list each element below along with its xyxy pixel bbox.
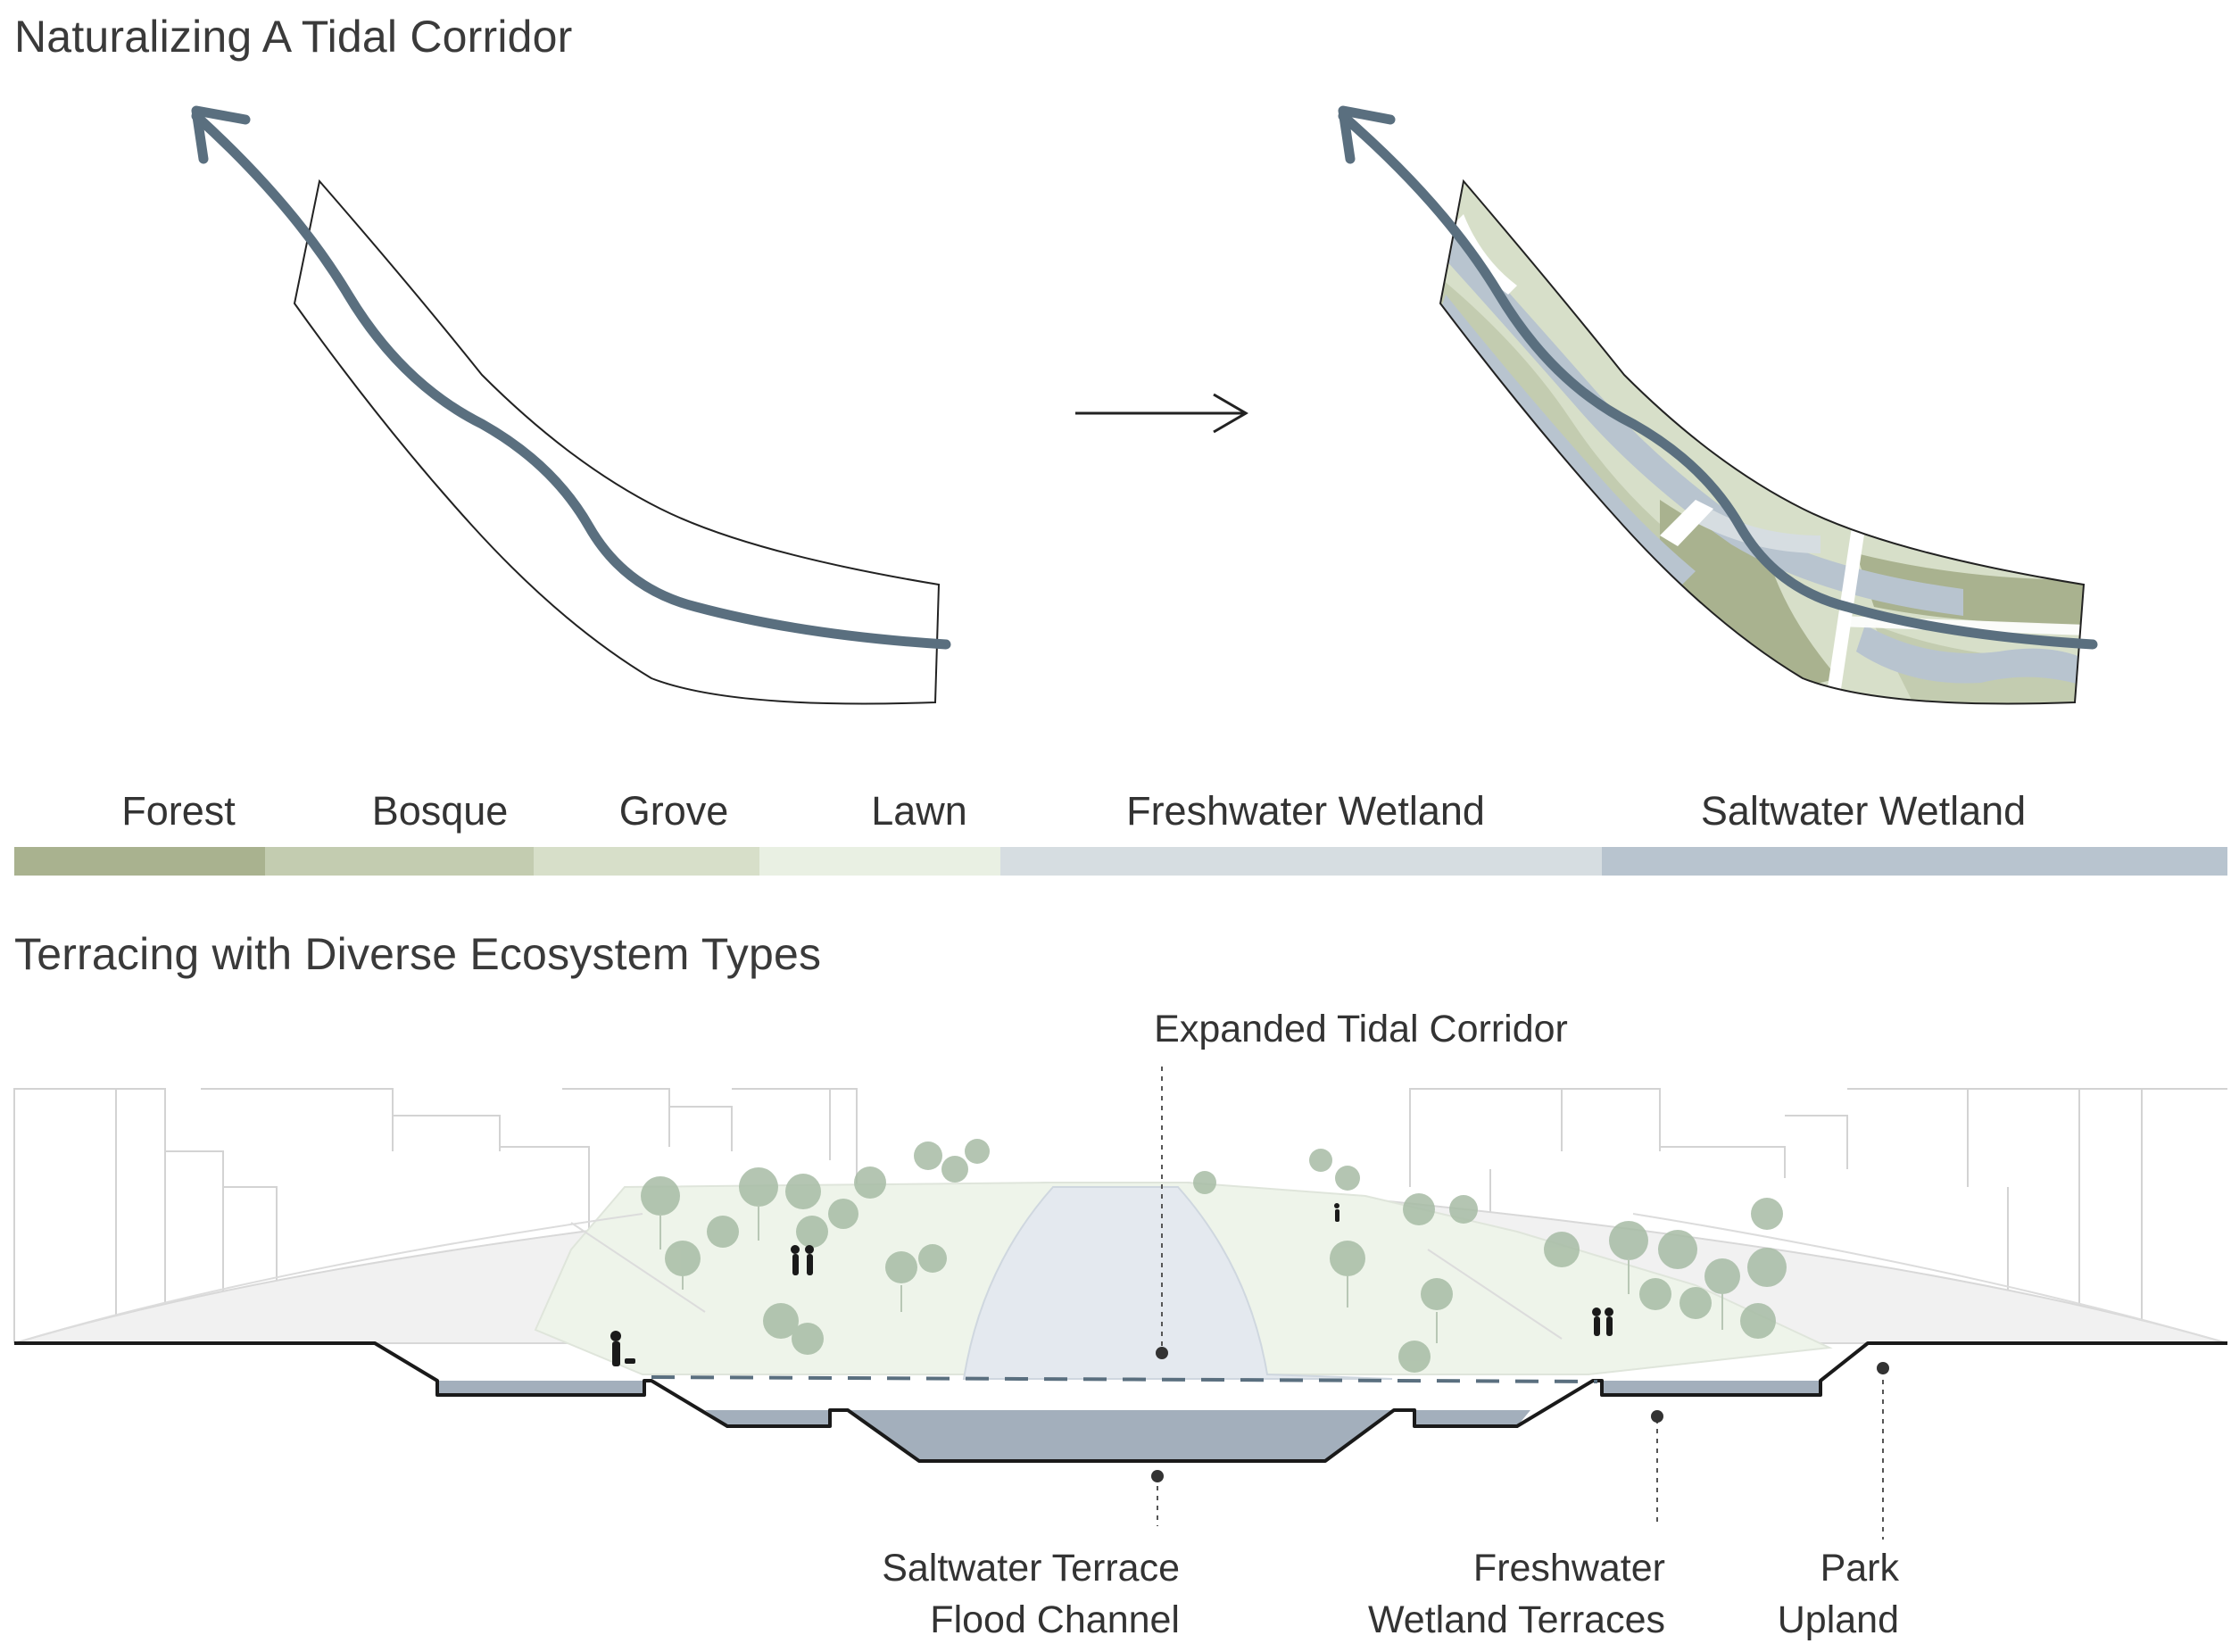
legend-swatch-saltwater bbox=[1602, 847, 2227, 876]
legend-label-bosque: Bosque bbox=[371, 788, 509, 834]
section-cut bbox=[14, 1341, 2227, 1463]
people-figures bbox=[610, 1203, 1613, 1366]
naturalized-corridor bbox=[1338, 105, 2098, 705]
corridor-outline-right bbox=[1439, 178, 2086, 705]
annotation-dots bbox=[1151, 1347, 1889, 1482]
corridor-diagrams bbox=[191, 105, 2098, 705]
water-surface bbox=[962, 1186, 1393, 1380]
annotation-saltwater-terrace: Saltwater Terrace Flood Channel bbox=[882, 1542, 1180, 1646]
arrowhead-icon bbox=[191, 105, 251, 164]
title-terracing: Terracing with Diverse Ecosystem Types bbox=[14, 929, 822, 979]
legend-label-forest: Forest bbox=[121, 788, 236, 834]
annotation-park-upland: Park Upland bbox=[1778, 1542, 1899, 1646]
annotation-line: Saltwater Terrace bbox=[882, 1547, 1180, 1590]
legend-swatch-lawn bbox=[759, 847, 1000, 876]
annotation-line: Park bbox=[1820, 1547, 1899, 1590]
legend-label-freshwater: Freshwater Wetland bbox=[1126, 788, 1485, 834]
river-line-left bbox=[191, 111, 951, 650]
legend-swatch-freshwater bbox=[1000, 847, 1602, 876]
legend-swatch-grove bbox=[534, 847, 759, 876]
ground-planes bbox=[13, 1182, 2228, 1380]
annotation-freshwater-terraces: Freshwater Wetland Terraces bbox=[1368, 1542, 1665, 1646]
right-arrow-icon bbox=[1075, 393, 1248, 434]
annotation-expanded-corridor: Expanded Tidal Corridor bbox=[1154, 1008, 1568, 1050]
legend-swatch-bosque bbox=[265, 847, 534, 876]
tree-trunks bbox=[659, 1205, 1723, 1343]
legend-color-bar bbox=[14, 847, 2227, 876]
legend-label-grove: Grove bbox=[618, 788, 729, 834]
corridor-outline-left bbox=[293, 178, 941, 705]
legend-label-lawn: Lawn bbox=[871, 788, 967, 834]
title-naturalizing: Naturalizing A Tidal Corridor bbox=[14, 12, 573, 62]
annotation-line: Wetland Terraces bbox=[1367, 1598, 1665, 1641]
legend-label-saltwater: Saltwater Wetland bbox=[1700, 788, 2027, 834]
annotation-line: Upland bbox=[1777, 1598, 1899, 1641]
arrowhead-icon bbox=[1338, 105, 1396, 164]
water-level-line bbox=[651, 1375, 1598, 1383]
river-line-right bbox=[1338, 111, 2098, 650]
annotation-line: Flood Channel bbox=[930, 1598, 1180, 1641]
annotation-leaders bbox=[1157, 1067, 1884, 1540]
trees bbox=[641, 1139, 1787, 1373]
background-skyline bbox=[13, 1088, 2227, 1343]
annotation-line: Freshwater bbox=[1472, 1547, 1665, 1590]
existing-corridor bbox=[191, 105, 951, 705]
legend-swatch-forest bbox=[14, 847, 265, 876]
